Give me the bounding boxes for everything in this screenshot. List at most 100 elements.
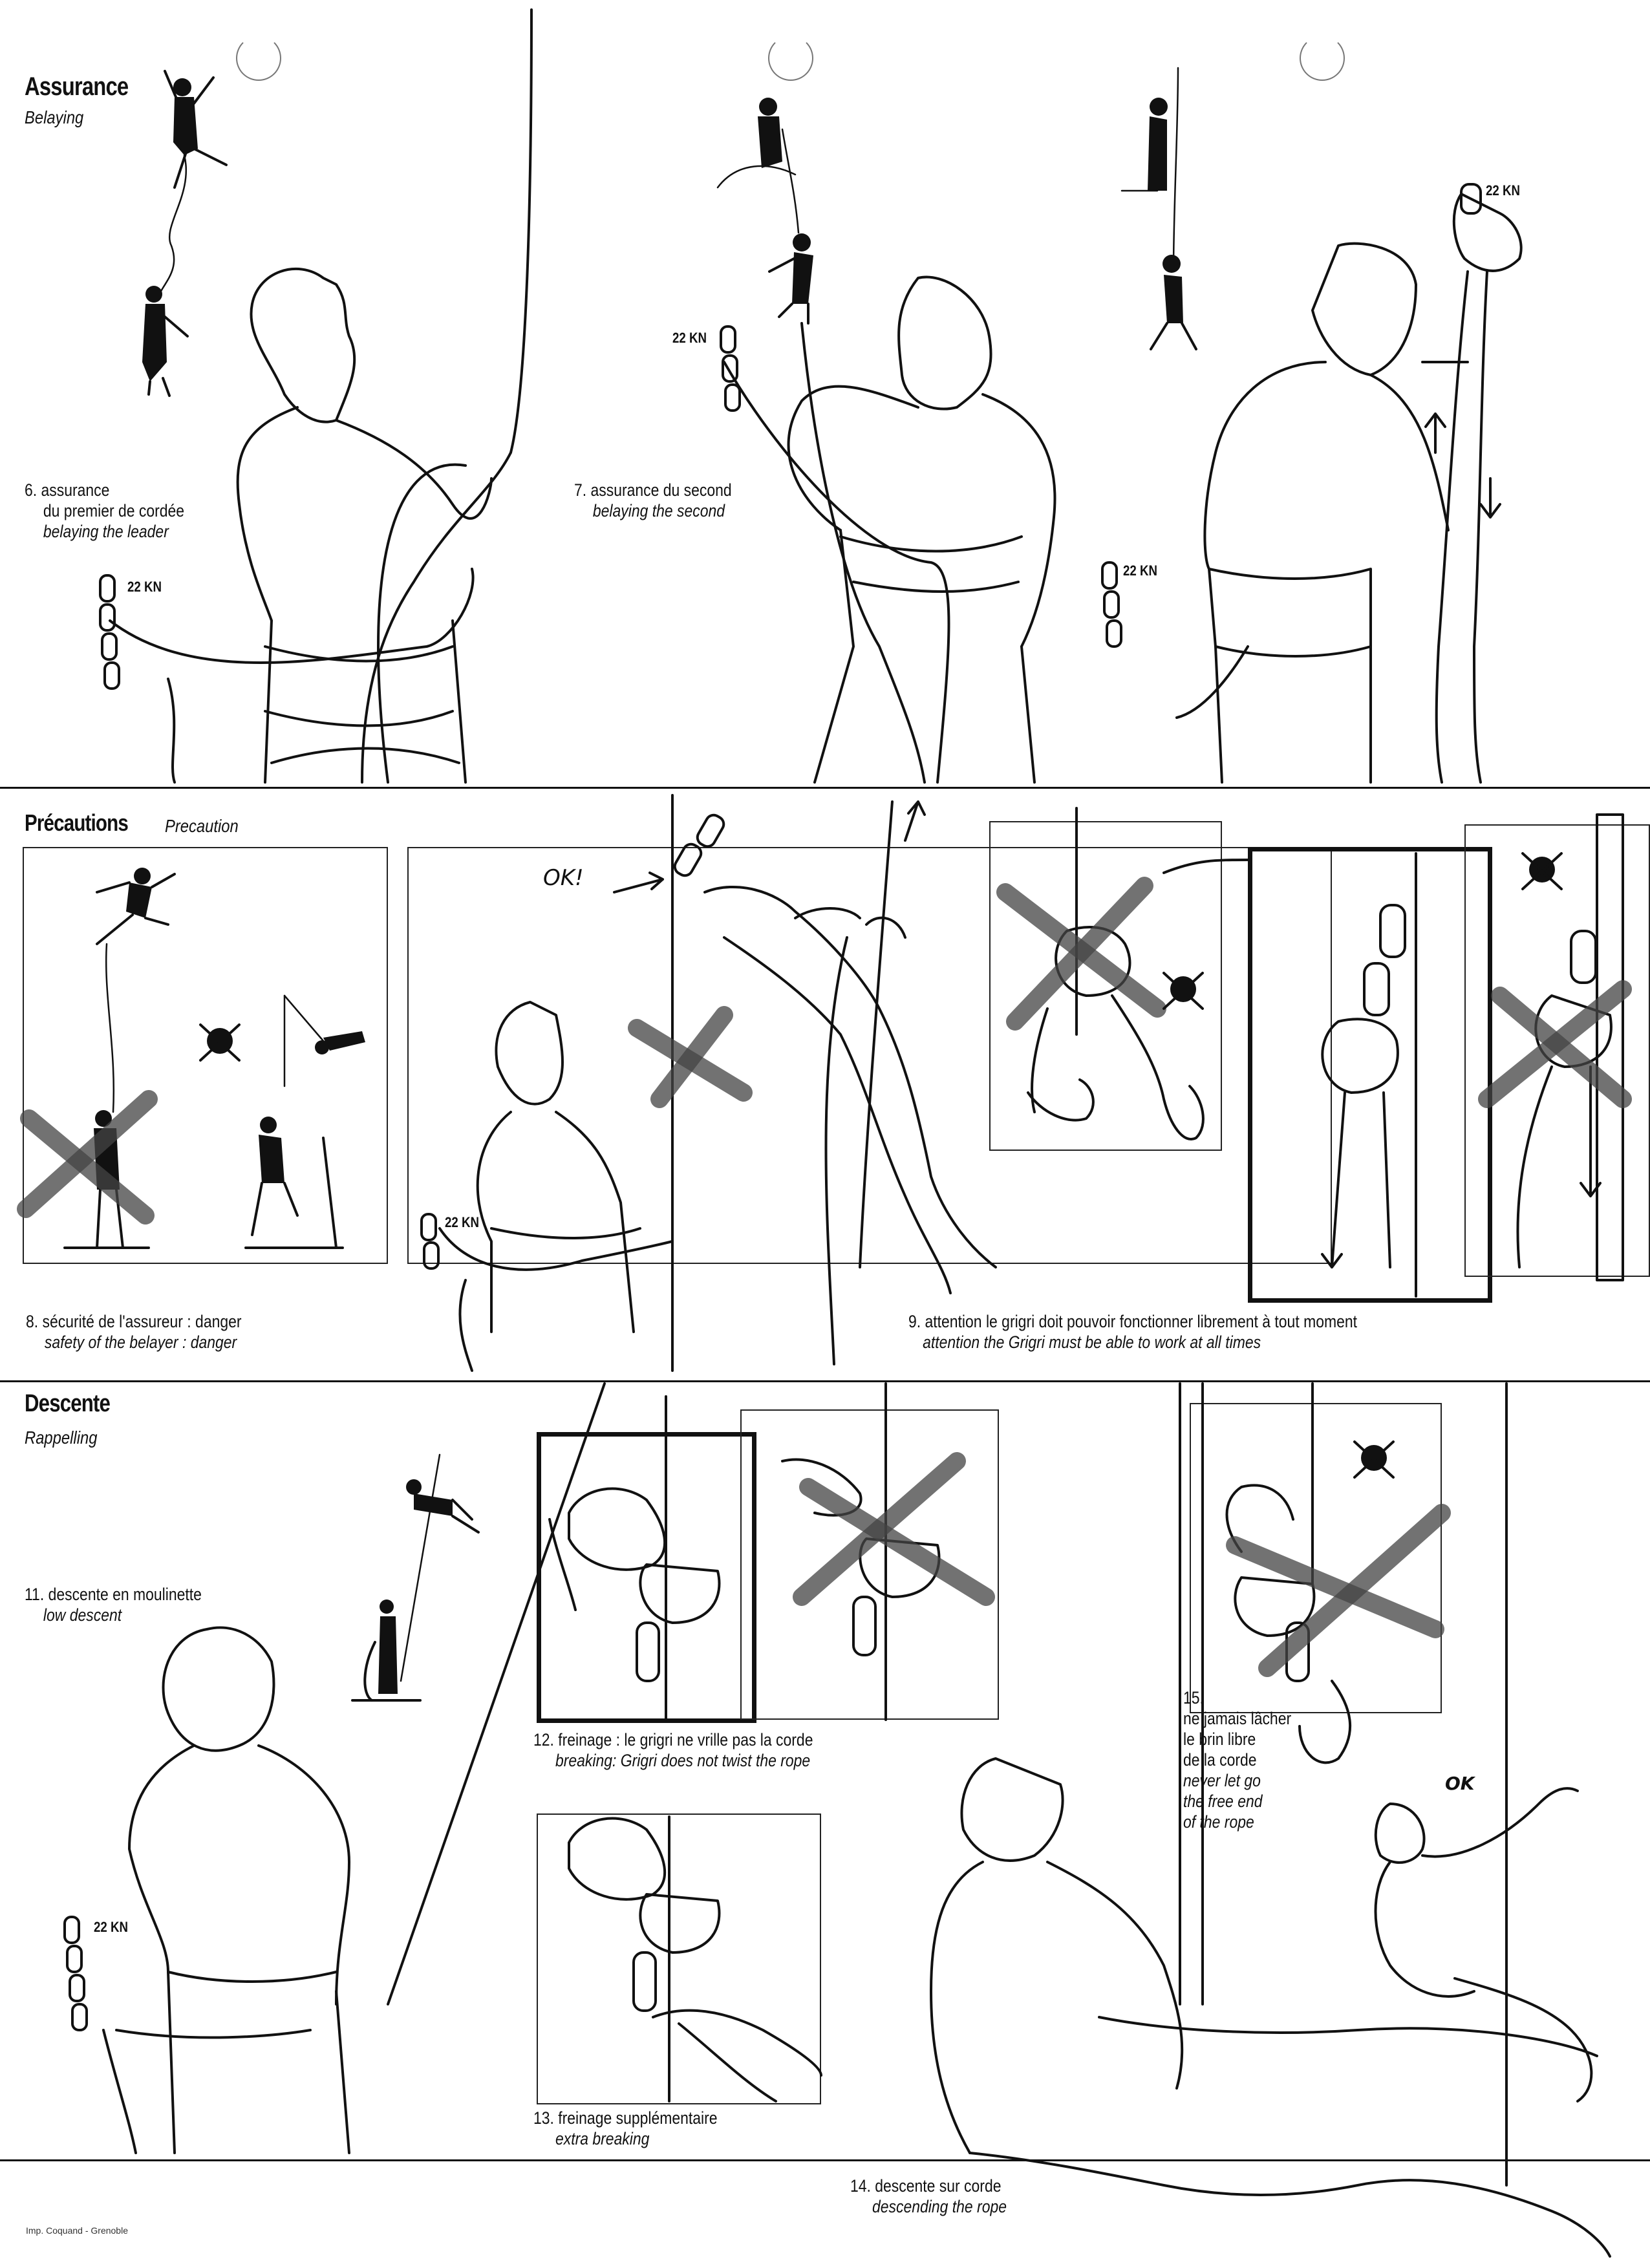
caption-6-fr-1: 6. assurance [25, 480, 110, 500]
caption-6-en: belaying the leader [43, 522, 169, 541]
illustration-grigri-against-wall [1478, 813, 1632, 1281]
grigri-device-top [1452, 183, 1523, 272]
divider-3 [0, 2159, 1650, 2161]
belayer-figure-8b [476, 1001, 641, 1333]
divider-2 [0, 1380, 1650, 1382]
top-belayer-silhouette-2 [1120, 98, 1168, 192]
label-22kn-6: 22 KN [127, 579, 162, 595]
illustration-belaying-second [716, 98, 1056, 784]
caption-11: 11. descente en moulinette low descent [25, 1584, 202, 1625]
caption-11-en: low descent [43, 1605, 122, 1625]
leader-climber-silhouette [164, 70, 228, 189]
label-ok-arrow: OK! [543, 865, 584, 891]
caption-9: 9. attention le grigri doit pouvoir fonc… [908, 1311, 1357, 1353]
illustration-falling-climber-danger [17, 868, 365, 1249]
illustration-belayer-lifted [420, 794, 997, 1372]
caption-11-fr: 11. descente en moulinette [25, 1585, 202, 1604]
caption-15-en-3: of the rope [1183, 1812, 1254, 1832]
panel-8a [23, 847, 388, 1264]
punch-hole-middle [768, 36, 813, 81]
label-22kn-11: 22 KN [94, 1919, 129, 1935]
anchor-chain-8b [420, 1213, 440, 1270]
caption-15-number: 15. [1183, 1688, 1204, 1707]
belayer-figure-7 [787, 275, 1056, 784]
illustration-grigri-blocked-hand [996, 807, 1249, 1140]
caption-7-en: belaying the second [592, 501, 725, 520]
caption-12-fr: 12. freinage : le grigri ne vrille pas l… [533, 1730, 813, 1749]
caption-8: 8. sécurité de l'assureur : danger safet… [26, 1311, 242, 1353]
caption-6-fr-2: du premier de cordée [43, 501, 185, 520]
skull-icon-9a [1162, 972, 1204, 1010]
illustration-descending-rope [930, 1382, 1611, 2258]
punch-hole-left [236, 36, 281, 81]
panel-9c [1464, 824, 1650, 1277]
section-title-descente: Descente [25, 1390, 111, 1417]
caption-13-en: extra breaking [555, 2129, 650, 2148]
skull-icon-8a [199, 1023, 241, 1062]
caption-8-en: safety of the belayer : danger [44, 1332, 237, 1352]
caption-14-en: descending the rope [872, 2197, 1007, 2216]
illustration-braking-grigri [548, 1382, 995, 1721]
panel-12-incorrect [740, 1409, 999, 1720]
quickdraw-ok [673, 813, 725, 877]
second-climber-7 [768, 233, 813, 325]
caption-14: 14. descente sur corde descending the ro… [850, 2176, 1007, 2217]
skull-icon-9c [1521, 852, 1563, 890]
anchor-chain-6 [99, 574, 120, 690]
caption-13: 13. freinage supplémentaire extra breaki… [533, 2108, 718, 2149]
belayer-figure-6 [236, 267, 493, 784]
illustration-extra-braking [568, 1815, 822, 2102]
illustration-grigri-anchor [1101, 67, 1523, 784]
divider-1 [0, 787, 1650, 789]
section-heading-precautions: Précautions [25, 809, 151, 837]
belayer-figure-8 [1203, 242, 1469, 784]
caption-7-fr: 7. assurance du second [574, 480, 732, 500]
section-subtitle-rappelling: Rappelling [25, 1428, 98, 1448]
rappeller-figure-14 [930, 1757, 1611, 2258]
punch-hole-right [1300, 36, 1345, 81]
label-22kn-7: 22 KN [672, 330, 707, 346]
label-22kn-8b: 22 KN [445, 1214, 480, 1230]
caption-7: 7. assurance du second belaying the seco… [574, 480, 732, 521]
lifted-climber-figure [703, 886, 997, 1294]
caption-15-fr-2: le brin libre [1183, 1729, 1256, 1749]
panel-15 [1190, 1403, 1442, 1713]
panel-8b [407, 847, 1332, 1264]
lowered-climber-silhouette [406, 1479, 480, 1534]
section-subtitle-precaution: Precaution [165, 816, 239, 836]
caption-15-fr-1: ne jamais lâcher [1183, 1709, 1292, 1728]
illustration-belaying-leader [99, 8, 533, 784]
caption-14-fr: 14. descente sur corde [850, 2176, 1002, 2196]
anchor-chain-8 [1101, 561, 1122, 648]
illustration-low-descent [63, 1382, 606, 2154]
caption-15: 15. ne jamais lâcher le brin libre de la… [1183, 1687, 1291, 1832]
caption-8-fr: 8. sécurité de l'assureur : danger [26, 1312, 242, 1331]
section-title-precautions: Précautions [25, 809, 129, 836]
caption-9-en: attention the Grigri must be able to wor… [923, 1332, 1261, 1352]
pulled-belayer-silhouette [244, 1117, 344, 1249]
flying-climber-silhouette [283, 994, 365, 1087]
skull-icon-15 [1353, 1440, 1395, 1479]
second-climber-8 [1150, 255, 1197, 350]
caption-12: 12. freinage : le grigri ne vrille pas l… [533, 1729, 813, 1771]
rappeller-small-figure [1374, 1787, 1593, 2102]
label-ok: OK [1445, 1773, 1475, 1794]
anchor-chain-11 [63, 1916, 88, 2031]
caption-12-en: breaking: Grigri does not twist the rope [555, 1751, 811, 1770]
top-belayer-silhouette [716, 98, 797, 189]
caption-15-en-2: the free end [1183, 1792, 1263, 1811]
label-22kn-8: 22 KN [1123, 562, 1158, 579]
belayer-silhouette-11 [351, 1599, 422, 1702]
second-climber-silhouette [142, 286, 189, 397]
section-subtitle-belaying: Belaying [25, 107, 84, 127]
anchor-chain-7 [720, 325, 741, 412]
falling-leader-silhouette [96, 868, 176, 945]
caption-15-fr-3: de la corde [1183, 1750, 1257, 1770]
section-title-assurance: Assurance [25, 72, 129, 101]
label-22kn-top-right: 22 KN [1486, 182, 1521, 198]
caption-15-en-1: never let go [1183, 1771, 1261, 1790]
caption-13-fr: 13. freinage supplémentaire [533, 2108, 718, 2128]
belayer-figure-11 [128, 1626, 350, 2154]
panel-9b-highlight [1248, 847, 1492, 1303]
panel-13 [537, 1813, 821, 2104]
